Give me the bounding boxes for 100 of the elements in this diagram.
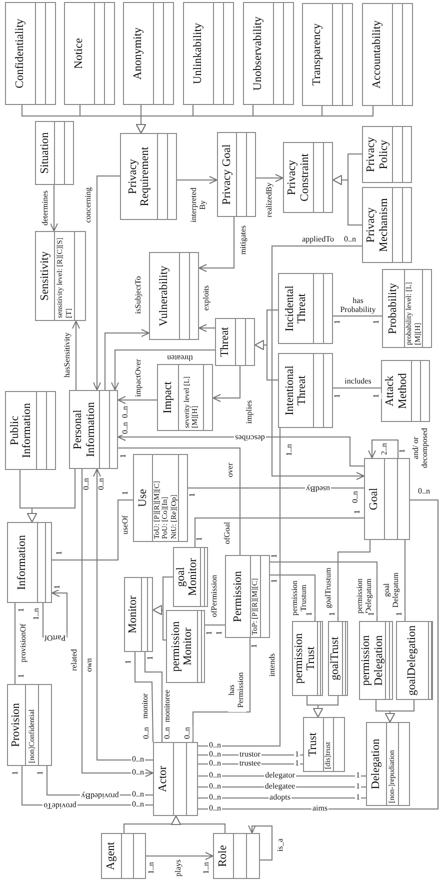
class-box [183, 2, 234, 105]
edge-label: hasSensitivity [64, 332, 72, 378]
class-name: Unobservability [252, 16, 265, 91]
generalization-arrow [385, 700, 414, 722]
class-box [173, 547, 208, 607]
multiplicity-label: 1 [398, 448, 408, 454]
class-name: Probability [387, 282, 400, 334]
edge-label: usedBy [305, 484, 331, 492]
multiplicity-label: 0..n [184, 726, 192, 740]
multiplicity-label: 0..n [208, 772, 222, 780]
class-box [5, 391, 56, 470]
class-box [328, 621, 348, 696]
class-name: goalDelegation [406, 625, 419, 696]
class-box [303, 717, 345, 772]
generalization-arrow [136, 106, 374, 134]
edge-label: ofPermission [210, 574, 220, 618]
association-line [270, 562, 378, 622]
class-name: Unlinkability [192, 22, 205, 84]
class-name: permission Delegation [360, 634, 385, 688]
multiplicity-label: 0..n [208, 742, 222, 750]
edge-label: delegator [264, 772, 296, 780]
association-line [118, 448, 240, 556]
multiplicity-label: 1 [372, 393, 382, 399]
multiplicity-label: 1 [120, 453, 128, 459]
class-name: Privacy Constraint [286, 152, 311, 204]
edge-label: mitigates [240, 224, 248, 256]
multiplicity-label: 1 [355, 782, 361, 792]
edge-label: isSubjectTo [134, 275, 144, 315]
multiplicity-label: 0..n [208, 782, 222, 792]
class-name: Personal Information [72, 401, 97, 459]
arrow [146, 852, 214, 860]
multiplicity-label: 1..n [202, 861, 212, 875]
multiplicity-label: 0..n [82, 477, 92, 491]
class-box [302, 3, 353, 106]
multiplicity-label: 1 [270, 553, 280, 559]
association-line [14, 602, 16, 684]
class-name: Attack Method [384, 372, 409, 411]
class-box [64, 2, 115, 105]
multiplicity-label: 1 [270, 578, 280, 584]
multiplicity-label: 1..n [286, 443, 294, 457]
class-name: Goal [368, 488, 381, 510]
multiplicity-label: 1 [206, 630, 214, 636]
class-name: Incidental Threat [284, 284, 308, 334]
class-name: Information [16, 535, 29, 590]
class-name: Role [217, 845, 230, 867]
class-box [123, 2, 174, 105]
multiplicity-label: 0..n [208, 750, 222, 760]
arrow [368, 440, 398, 458]
class-name: Threat [219, 327, 232, 358]
association-line [204, 624, 226, 626]
multiplicity-label: 1 [368, 611, 376, 617]
multiplicity-label: 1 [188, 492, 198, 498]
multiplicity-label: 1 [18, 673, 26, 679]
edge-label: related [70, 648, 80, 672]
multiplicity-label: 0..n [122, 405, 130, 419]
multiplicity-label: 0..n [208, 804, 222, 814]
class-name: Transparency [311, 23, 324, 86]
multiplicity-label: 1 [294, 760, 300, 768]
class-name: Actor [157, 766, 170, 792]
association-line [194, 518, 364, 548]
class-box [35, 231, 86, 321]
arrow [72, 320, 80, 390]
arrow [82, 468, 154, 777]
generalization-arrow [254, 340, 278, 380]
multiplicity-label: 0..n [122, 421, 130, 435]
class-name: Agent [105, 842, 118, 870]
association-line [144, 652, 162, 742]
multiplicity-label: 0..n [131, 768, 145, 778]
multiplicity-label: 0..n [343, 236, 357, 244]
class-box [124, 577, 153, 652]
multiplicity-label: 0..n [131, 790, 145, 800]
edge-label: aims [311, 804, 329, 814]
association-line [404, 540, 406, 622]
edge-label: trustee [238, 760, 262, 768]
arrow [198, 324, 216, 332]
class-box [381, 360, 430, 422]
class-name: Public Information [8, 402, 34, 460]
edge-label: goalTrustum [324, 566, 334, 610]
class-box [5, 2, 56, 105]
arrow [198, 216, 234, 272]
multiplicity-label: 1 [306, 611, 314, 617]
arrow [176, 176, 218, 184]
multiplicity-label: 0..n [417, 488, 431, 496]
class-box [362, 3, 413, 106]
class-name: Confidentiality [14, 18, 27, 88]
class-name: Sensitivity [38, 251, 52, 301]
class-name: permission Monitor [170, 620, 194, 674]
edge-label: trustor [238, 750, 262, 760]
edge-label: ofGoal [224, 520, 232, 546]
arrow [256, 174, 284, 182]
generalization-arrow [332, 175, 362, 226]
arrow [104, 329, 150, 390]
class-box [278, 353, 333, 428]
generalization-arrow [313, 696, 338, 718]
edge-label: includes [344, 378, 372, 386]
multiplicity-label: 1 [355, 794, 361, 802]
class-name: Accountability [371, 20, 384, 89]
multiplicity-label: 1 [334, 393, 342, 399]
class-box [166, 610, 205, 683]
multiplicity-label: 1 [396, 611, 404, 617]
